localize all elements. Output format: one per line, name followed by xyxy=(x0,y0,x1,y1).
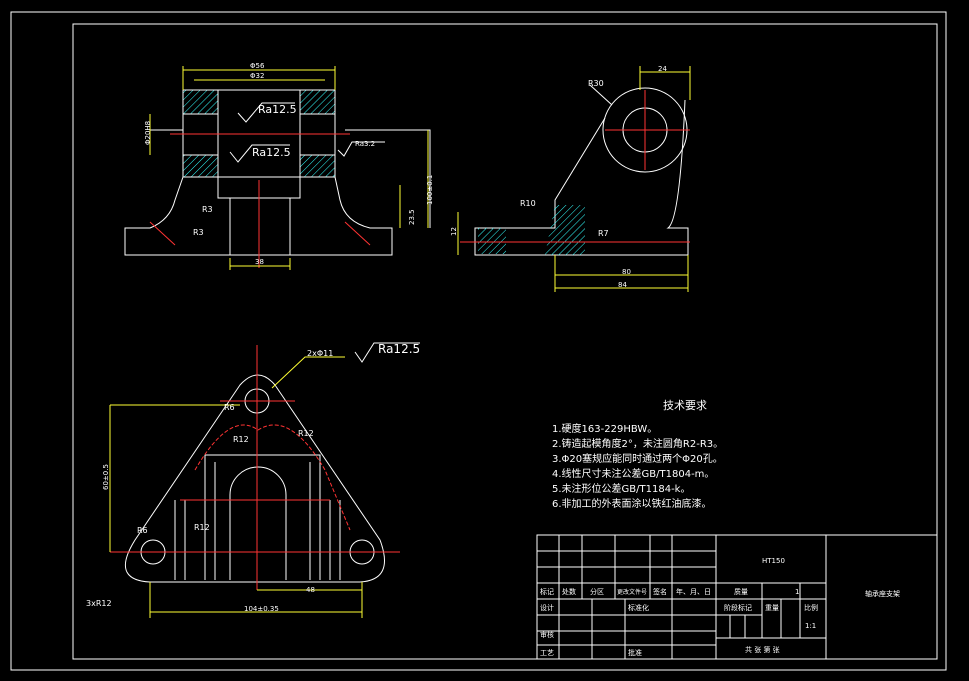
dim-width-1: 80 xyxy=(622,268,631,276)
roughness-symbol xyxy=(337,141,385,157)
requirement-item: 3.Φ20塞规应能同时通过两个Φ20孔。 xyxy=(552,452,723,465)
holes-note: 2xΦ11 xyxy=(307,349,333,358)
radius-12b: R12 xyxy=(298,429,314,438)
label-doc-no: 更改文件号 xyxy=(617,588,647,596)
radius-12c: R12 xyxy=(194,523,210,532)
outer-frame xyxy=(10,11,947,671)
radius-left: R3 xyxy=(202,205,213,214)
dim-left: Φ20H8 xyxy=(144,121,152,145)
label-date: 年、月、日 xyxy=(676,587,711,596)
label-mass: 重量 xyxy=(765,604,779,612)
plate-outline xyxy=(125,374,385,583)
label-weight: 质量 xyxy=(734,587,748,596)
qty-value: 1 xyxy=(795,588,799,596)
requirements-title: 技术要求 xyxy=(663,399,707,412)
dim-top-outer: Φ56 xyxy=(250,62,265,70)
label-sheets: 共 张 第 张 xyxy=(745,645,780,654)
title-block: HT150 轴承座支架 标记 处数 分区 更改文件号 签名 年、月、日 质量 1… xyxy=(536,534,938,660)
dim-line xyxy=(639,66,691,100)
requirement-item: 1.硬度163-229HBW。 xyxy=(552,422,657,435)
ratio-value: 1:1 xyxy=(805,622,816,630)
radius-left: R6 xyxy=(137,526,148,535)
roughness-label-2: Ra12.5 xyxy=(252,146,291,159)
radius-mid: R10 xyxy=(520,199,536,208)
dim-left: 12 xyxy=(450,227,458,236)
dim-mid: 48 xyxy=(306,586,315,594)
inner-frame xyxy=(72,23,938,660)
side-view: R30 24 R10 R7 12 80 84 xyxy=(450,65,691,292)
dim-line xyxy=(182,66,336,90)
radius-low: R7 xyxy=(598,229,609,238)
roughness-label-1: Ra12.5 xyxy=(258,103,297,116)
dim-width-2: 84 xyxy=(618,281,627,289)
front-view: Ra12.5 Ra12.5 Ra3.2 Φ56 Φ32 R3 R3 38 100… xyxy=(124,62,434,270)
requirement-item: 4.线性尺寸未注公差GB/T1804-m。 xyxy=(552,467,714,480)
section-hatch xyxy=(545,205,585,255)
section-hatch xyxy=(300,155,335,177)
radius-bottom: R3 xyxy=(193,228,204,237)
label-review: 审核 xyxy=(540,630,554,639)
label-standard: 标准化 xyxy=(628,603,649,612)
requirement-item: 2.铸造起模角度2°，未注圆角R2-R3。 xyxy=(552,437,723,450)
dim-bottom: 104±0.35 xyxy=(244,605,279,613)
hidden-line xyxy=(194,424,351,531)
roughness-label-3: Ra3.2 xyxy=(355,140,375,148)
dim-line xyxy=(399,130,429,228)
requirement-item: 5.未注形位公差GB/T1184-k。 xyxy=(552,482,690,495)
dim-bottom: 38 xyxy=(255,258,264,266)
dim-top-inner: Φ32 xyxy=(250,72,264,80)
technical-requirements: 技术要求 1.硬度163-229HBW。 2.铸造起模角度2°，未注圆角R2-R… xyxy=(552,399,723,510)
label-approve: 批准 xyxy=(628,648,642,657)
label-mark: 标记 xyxy=(540,587,554,596)
dim-line xyxy=(109,404,240,552)
section-hatch xyxy=(183,155,218,177)
roughness-symbol xyxy=(229,144,290,163)
label-process: 工艺 xyxy=(540,649,554,657)
leader-line xyxy=(271,356,345,389)
section-hatch xyxy=(183,90,218,114)
label-ratio: 比例 xyxy=(804,603,818,612)
dim-line xyxy=(149,582,363,618)
dim-height-right: 100±0.1 xyxy=(426,175,434,205)
dim-line xyxy=(229,258,291,270)
label-sign: 签名 xyxy=(653,587,667,596)
part-name: 轴承座支架 xyxy=(865,589,900,598)
dim-top: 24 xyxy=(658,65,667,73)
radius-top: R30 xyxy=(588,79,604,88)
dim-left: 60±0.5 xyxy=(102,464,110,490)
top-view: 2xΦ11 Ra12.5 R6 R12 R12 R12 R6 3xR12 48 … xyxy=(86,342,420,618)
material: HT150 xyxy=(762,557,785,565)
radius-corner: 3xR12 xyxy=(86,599,112,608)
radius-12a: R12 xyxy=(233,435,249,444)
label-design: 设计 xyxy=(540,603,554,612)
section-hatch xyxy=(300,90,335,114)
label-stage: 阶段标记 xyxy=(724,603,752,612)
roughness-label: Ra12.5 xyxy=(378,342,420,356)
roughness-symbol xyxy=(237,102,295,123)
label-zone: 分区 xyxy=(590,587,604,596)
slot-outline xyxy=(229,466,287,580)
roughness-symbol xyxy=(354,342,420,363)
requirement-item: 6.非加工的外表面涂以铁红油底漆。 xyxy=(552,497,712,510)
section-hatch xyxy=(478,228,506,254)
dim-line xyxy=(554,255,689,292)
dim-small-right: 23.5 xyxy=(408,209,416,225)
radius-top: R6 xyxy=(224,403,235,412)
label-count: 处数 xyxy=(562,587,576,596)
